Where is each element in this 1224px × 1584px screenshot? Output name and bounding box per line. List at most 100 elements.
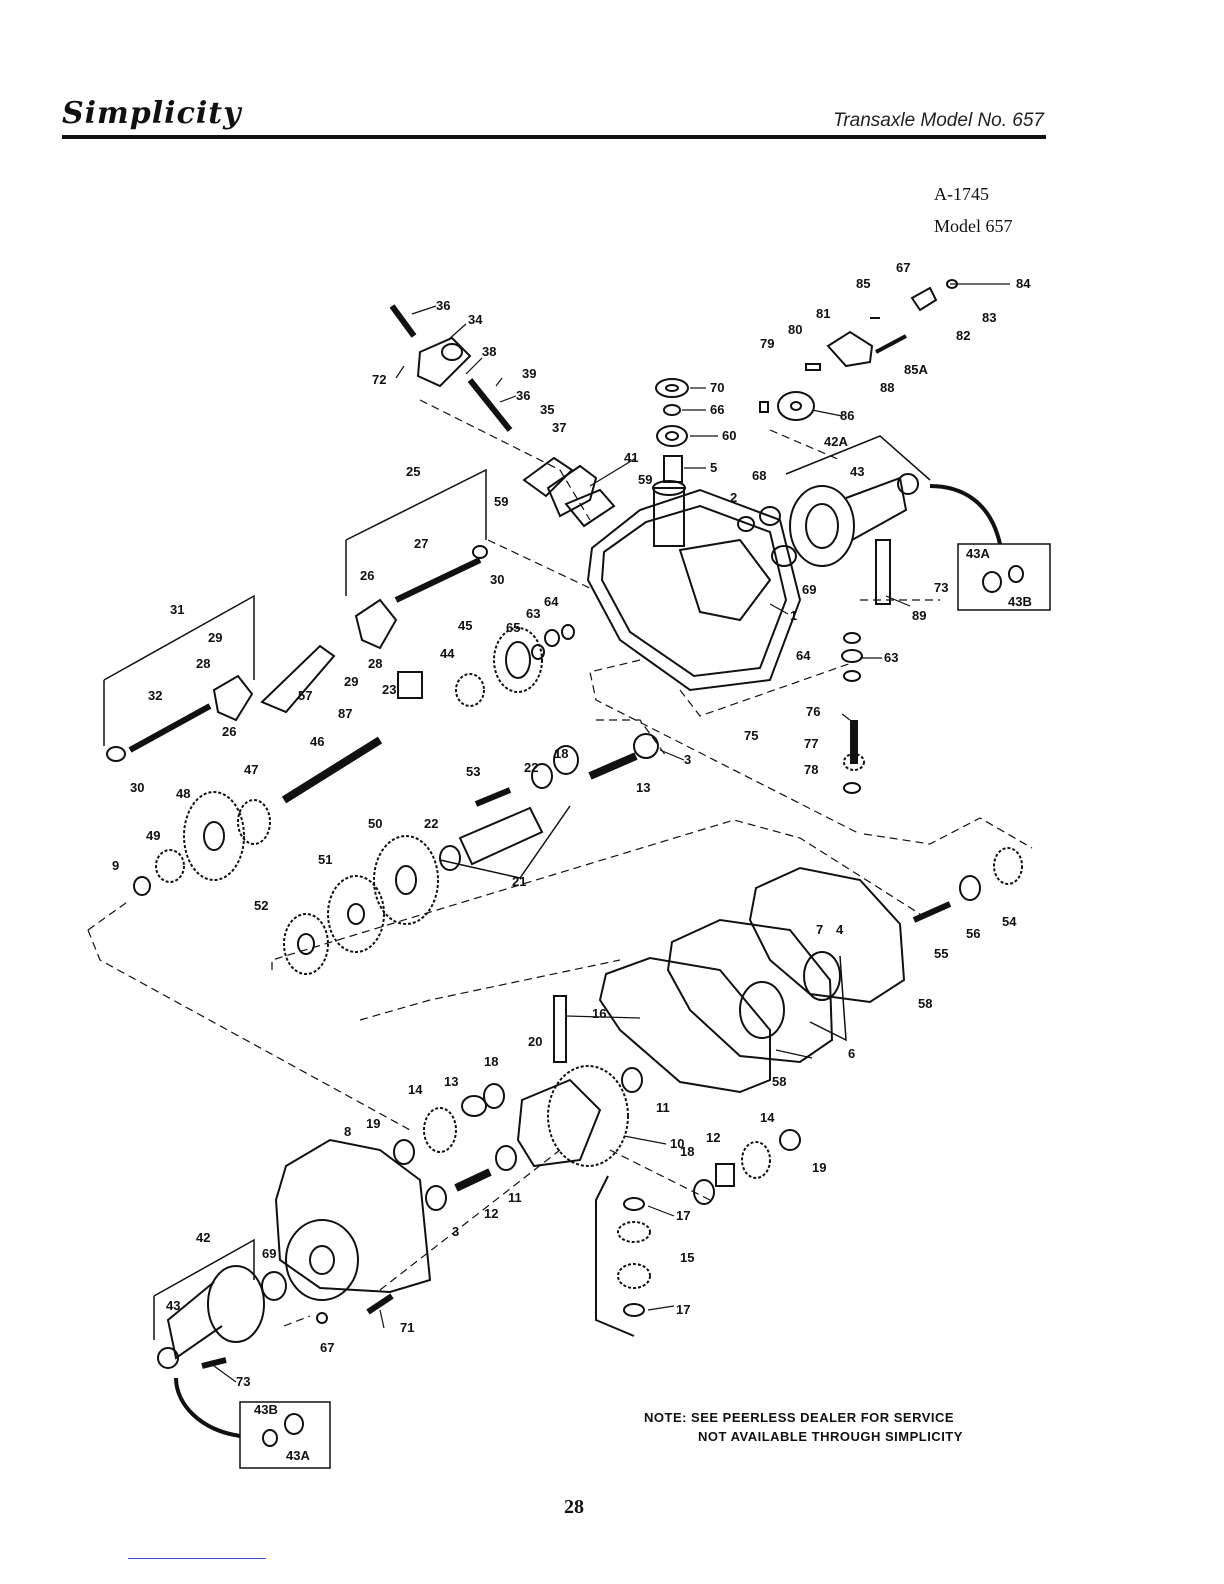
callout-10: 10	[670, 1136, 684, 1151]
callout-18: 18	[680, 1144, 694, 1159]
callout-14: 14	[760, 1110, 775, 1125]
callout-51: 51	[318, 852, 332, 867]
callout-12: 12	[484, 1206, 498, 1221]
callout-25: 25	[406, 464, 420, 479]
callout-5: 5	[710, 460, 717, 475]
callout-29: 29	[208, 630, 222, 645]
brand-logo: Simplicity	[62, 96, 242, 131]
note-line-2: NOT AVAILABLE THROUGH SIMPLICITY	[698, 1429, 963, 1444]
callout-65: 65	[506, 620, 520, 635]
callout-6: 6	[848, 1046, 855, 1061]
callout-12: 12	[706, 1130, 720, 1145]
callout-67: 67	[896, 260, 910, 275]
callout-2: 2	[730, 490, 737, 505]
callout-57: 57	[298, 688, 312, 703]
callout-41: 41	[624, 450, 638, 465]
callout-89: 89	[912, 608, 926, 623]
callout-83: 83	[982, 310, 996, 325]
callout-32: 32	[148, 688, 162, 703]
callout-1: 1	[790, 608, 797, 623]
callout-37: 37	[552, 420, 566, 435]
callout-21: 21	[512, 874, 526, 889]
callout-42: 42	[196, 1230, 210, 1245]
callout-79: 79	[760, 336, 774, 351]
callout-50: 50	[368, 816, 382, 831]
callout-28: 28	[368, 656, 382, 671]
callout-44: 44	[440, 646, 455, 661]
callout-64: 64	[544, 594, 559, 609]
inset-box-right	[957, 543, 1051, 611]
callout-82: 82	[956, 328, 970, 343]
shift-lever-part	[389, 304, 513, 432]
callout-26: 26	[222, 724, 236, 739]
callout-35: 35	[540, 402, 554, 417]
callout-19: 19	[812, 1160, 826, 1175]
callout-43: 43	[850, 464, 864, 479]
callout-54: 54	[1002, 914, 1017, 929]
shift-fork-parts	[106, 545, 488, 762]
callout-43A: 43A	[286, 1448, 310, 1463]
shaft-spacer-parts	[439, 539, 891, 871]
callout-58: 58	[918, 996, 932, 1011]
callout-38: 38	[482, 344, 496, 359]
callout-18: 18	[554, 746, 568, 761]
callout-31: 31	[170, 602, 184, 617]
callout-55: 55	[934, 946, 948, 961]
bearing-stack-part	[655, 378, 689, 483]
callout-20: 20	[528, 1034, 542, 1049]
callout-34: 34	[468, 312, 483, 327]
callout-22: 22	[424, 816, 438, 831]
callout-22: 22	[524, 760, 538, 775]
callout-76: 76	[806, 704, 820, 719]
callout-8: 8	[344, 1124, 351, 1139]
callout-7: 7	[816, 922, 823, 937]
flange-gasket-part	[522, 456, 616, 528]
callout-26: 26	[360, 568, 374, 583]
callout-27: 27	[414, 536, 428, 551]
callout-63: 63	[526, 606, 540, 621]
drawing-number: A-1745	[934, 184, 989, 204]
callout-46: 46	[310, 734, 324, 749]
callout-15: 15	[680, 1250, 694, 1265]
header-divider	[62, 135, 1046, 139]
callout-70: 70	[710, 380, 724, 395]
callout-45: 45	[458, 618, 472, 633]
callout-42A: 42A	[824, 434, 848, 449]
callout-84: 84	[1016, 276, 1031, 291]
callout-69: 69	[262, 1246, 276, 1261]
callout-18: 18	[484, 1054, 498, 1069]
arrow-left-inset	[174, 1377, 241, 1438]
callout-86: 86	[840, 408, 854, 423]
callout-19: 19	[366, 1116, 380, 1131]
cover-gasket-parts	[598, 866, 906, 1094]
callout-75: 75	[744, 728, 758, 743]
callout-85: 85	[856, 276, 870, 291]
callout-43: 43	[166, 1298, 180, 1313]
callout-43B: 43B	[1008, 594, 1032, 609]
callout-17: 17	[676, 1302, 690, 1317]
callout-59: 59	[494, 494, 508, 509]
page-number: 28	[564, 1496, 584, 1518]
callout-85A: 85A	[904, 362, 928, 377]
input-shaft-part	[912, 847, 1023, 923]
callout-13: 13	[636, 780, 650, 795]
callout-69: 69	[802, 582, 816, 597]
callout-11: 11	[656, 1100, 670, 1115]
gear-cluster-parts	[133, 624, 575, 975]
callout-72: 72	[372, 372, 386, 387]
callout-43B: 43B	[254, 1402, 278, 1417]
callout-13: 13	[444, 1074, 458, 1089]
callout-23: 23	[382, 682, 396, 697]
callout-3: 3	[452, 1224, 459, 1239]
callout-30: 30	[130, 780, 144, 795]
callout-59: 59	[638, 472, 652, 487]
callout-30: 30	[490, 572, 504, 587]
callout-36: 36	[516, 388, 530, 403]
left-axle-housing-part	[157, 1265, 265, 1369]
callout-81: 81	[816, 306, 830, 321]
callout-66: 66	[710, 402, 724, 417]
leader-lines	[213, 283, 1010, 1383]
callout-47: 47	[244, 762, 258, 777]
brake-parts	[759, 279, 958, 421]
callout-58: 58	[772, 1074, 786, 1089]
